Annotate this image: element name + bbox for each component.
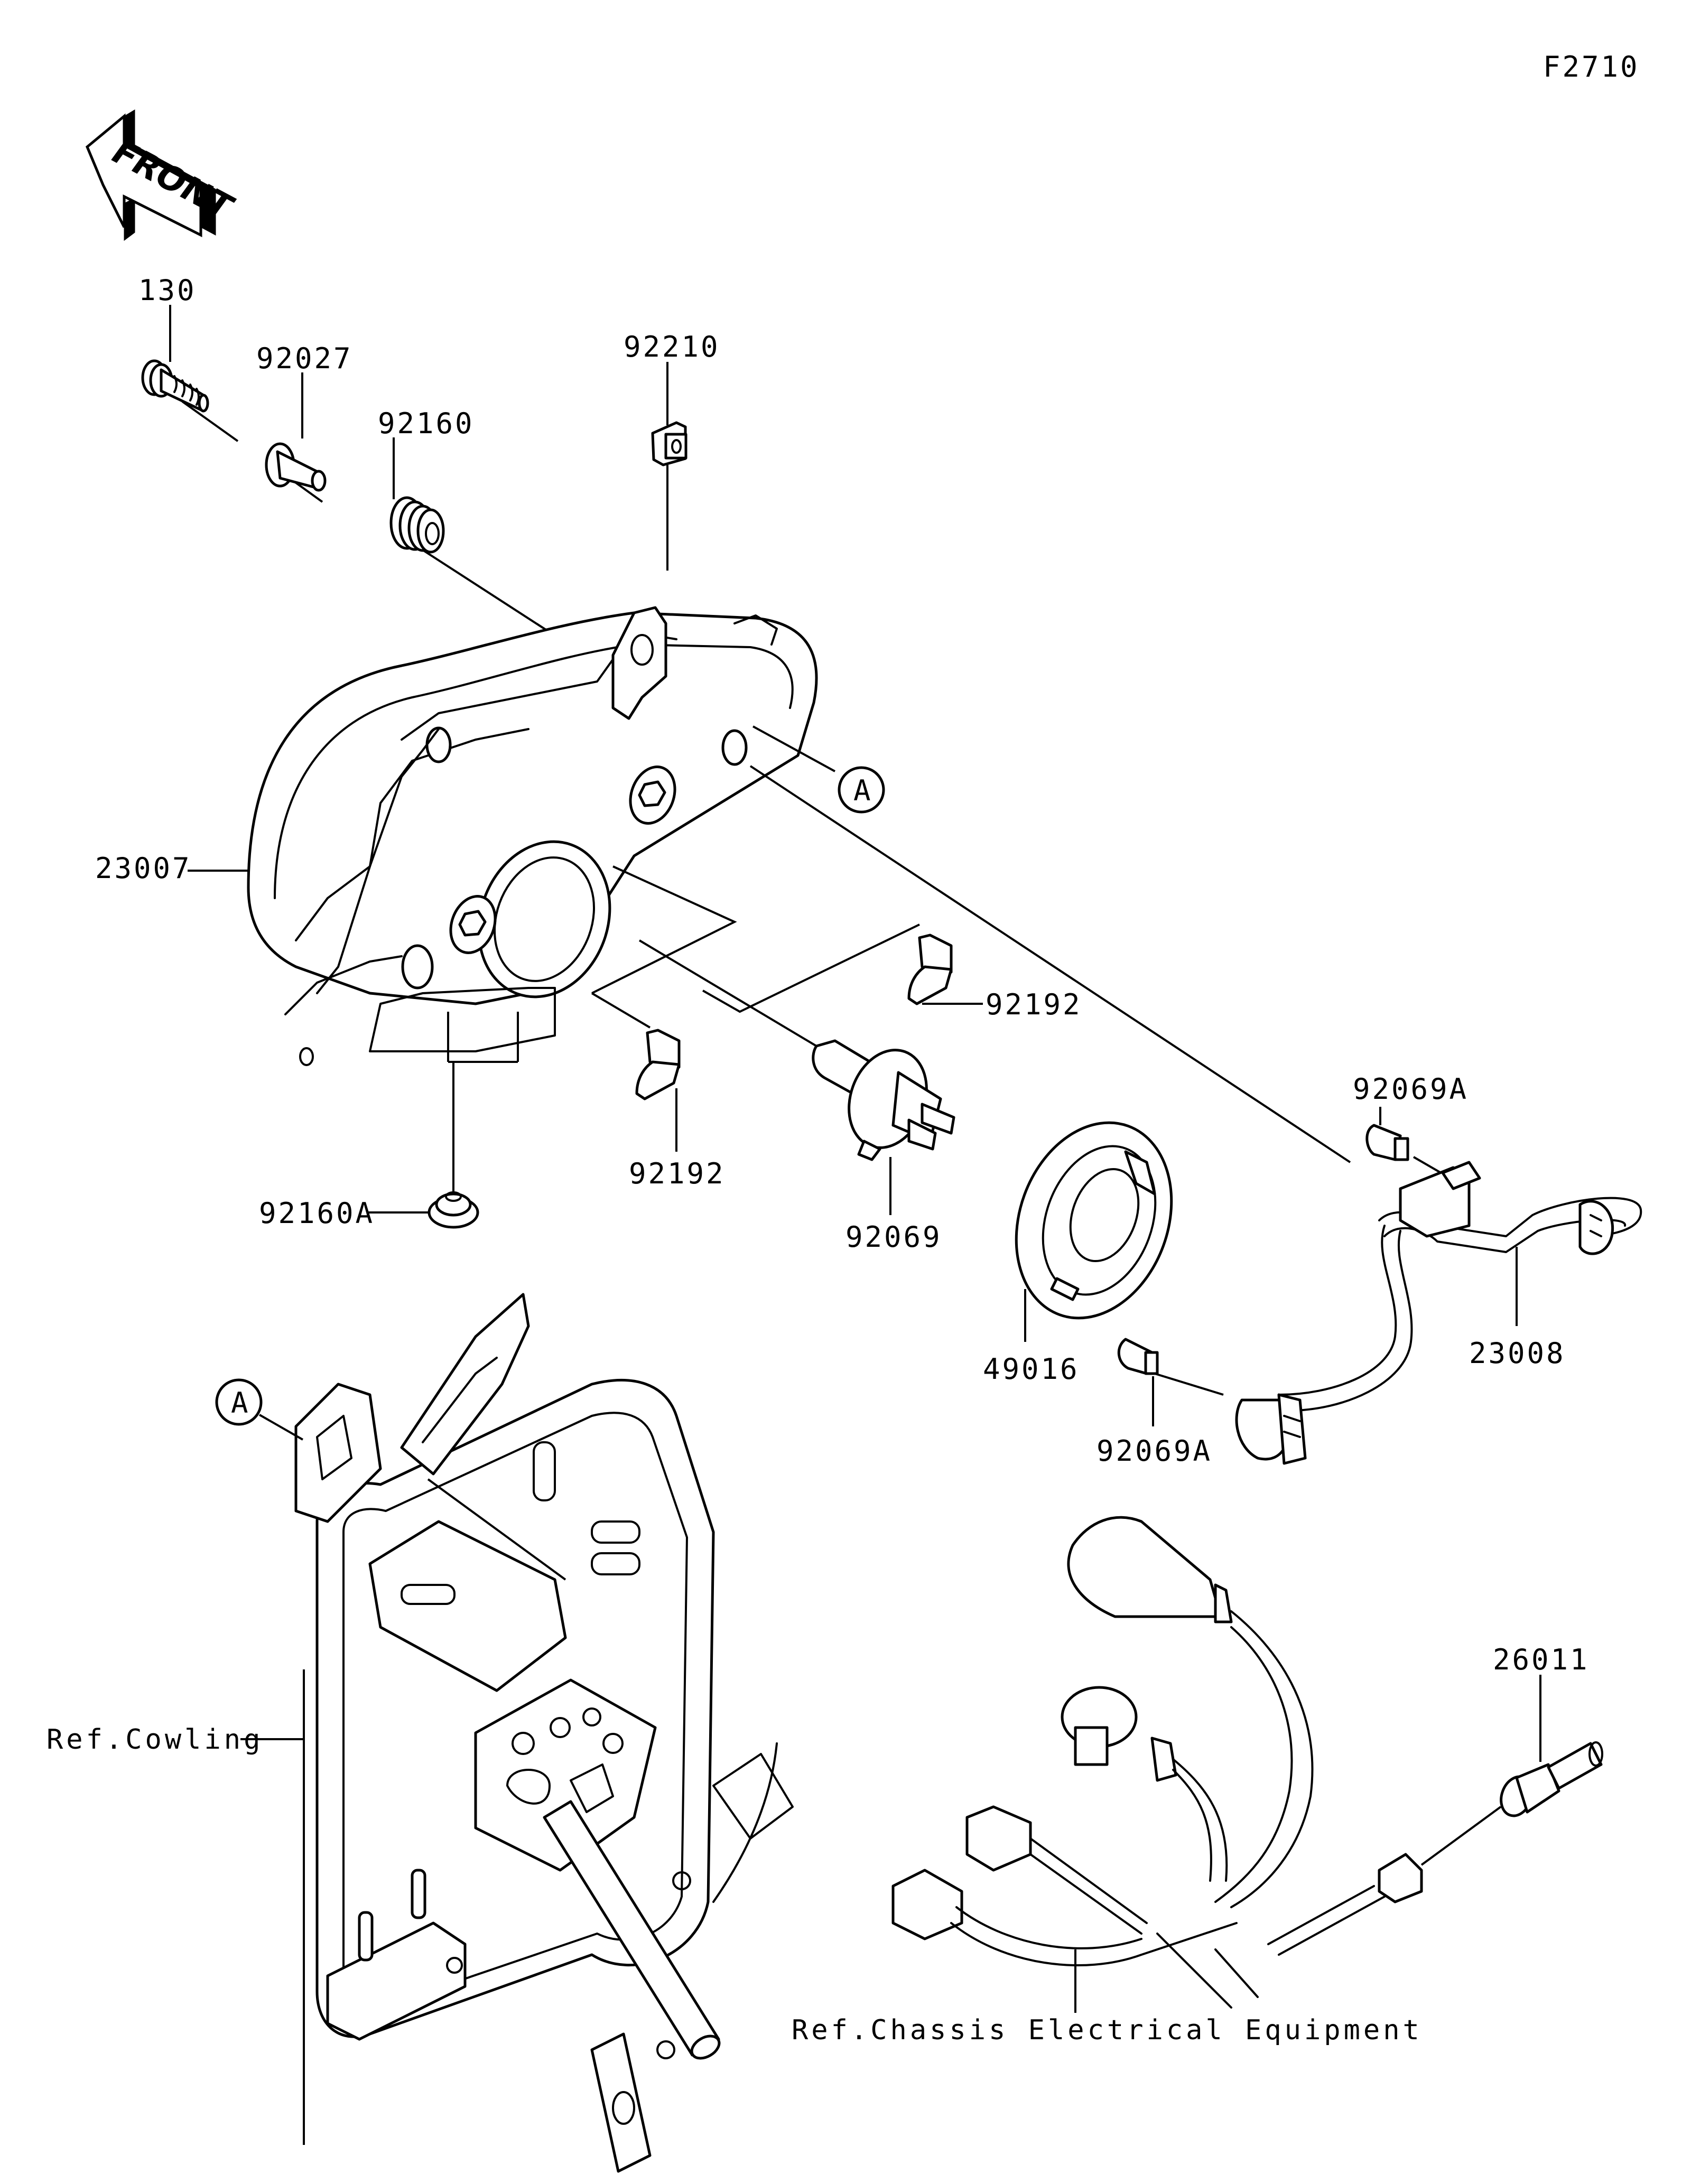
cap-92192-left [635,1029,681,1152]
part-label-92069A-upper: 92069A [1353,1072,1469,1106]
part-label-26011: 26011 [1493,1643,1590,1676]
clip-nut-92210 [651,362,687,571]
part-label-92192-right: 92192 [986,988,1082,1021]
diagram-code: F2710 [1543,50,1640,83]
part-label-92160: 92160 [378,407,475,440]
part-label-49016: 49016 [983,1352,1080,1386]
part-label-92069A-lower: 92069A [1097,1434,1212,1468]
cowling-frame [240,1293,794,2173]
position-bulb-92069A-lower [1117,1338,1224,1426]
bulb-cover-49016 [1015,1121,1173,1342]
headlamp-assembly-23007 [247,606,818,1066]
socket-harness-23008 [1235,1161,1642,1465]
svg-text:A: A [231,1386,250,1420]
part-label-92210: 92210 [624,330,720,363]
part-label-92160A: 92160A [259,1197,375,1230]
part-label-92069: 92069 [846,1220,942,1254]
part-label-92027: 92027 [256,342,353,375]
explode-lines [591,725,1351,1163]
chassis-harness [891,1516,1502,2013]
reference-label-chassis-electrical: Ref.Chassis Electrical Equipment [792,2014,1423,2046]
cap-92192-right [907,934,983,1005]
reference-label-cowling: Ref.Cowling [47,1724,263,1756]
front-arrow-icon: FRONT [85,109,241,241]
part-label-23008: 23008 [1469,1337,1566,1370]
svg-text:A: A [853,774,873,807]
damper-92160A [367,1012,519,1229]
reference-marker-a-bottom: A [215,1378,303,1441]
part-label-130: 130 [138,274,197,307]
bolt-130 [141,359,209,413]
part-label-92192-left: 92192 [629,1157,726,1190]
part-label-23007: 23007 [95,852,192,885]
connector-26011 [1500,1675,1603,1817]
bulb-92069 [812,1039,955,1215]
collar-92027 [265,442,327,492]
damper-92160 [389,496,445,554]
reference-marker-a-top: A [838,766,885,814]
